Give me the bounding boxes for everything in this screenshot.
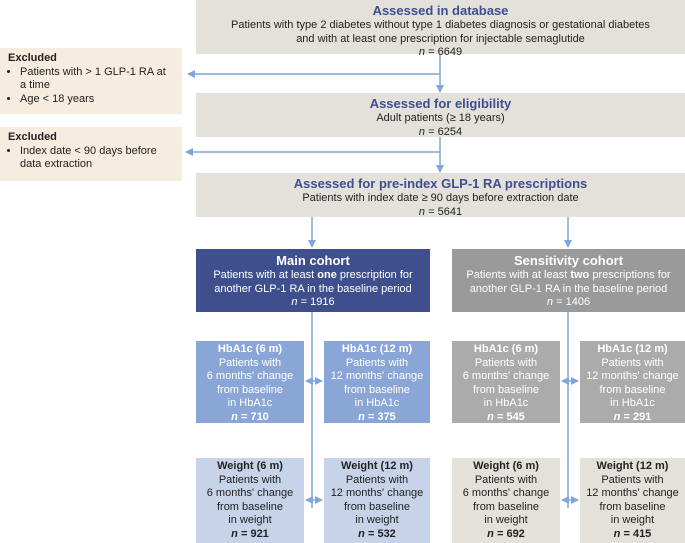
- excluded1-list: Patients with > 1 GLP-1 RA at a time Age…: [8, 66, 174, 107]
- excluded1-title: Excluded: [8, 52, 57, 64]
- subgroup-text: Patients with: [345, 473, 409, 486]
- subgroup-title: HbA1c (12 m): [597, 343, 668, 355]
- subgroup-n: n = 545: [487, 410, 525, 423]
- excluded2-title: Excluded: [8, 131, 57, 143]
- database-title: Assessed in database: [372, 3, 509, 18]
- subgroup-n: n = 710: [231, 410, 269, 423]
- subgroup-text: 6 months' change: [206, 487, 294, 500]
- box-sensitivity-cohort: Sensitivity cohort Patients with at leas…: [452, 249, 685, 312]
- subgroup-text: 6 months' change: [462, 370, 550, 383]
- subgroup-title: Weight (12 m): [341, 460, 413, 472]
- subgroup-text: in weight: [610, 514, 655, 527]
- subgroup-n: n = 291: [613, 410, 652, 423]
- subgroup-text: from baseline: [216, 383, 284, 396]
- box-main-hba1c-12m: HbA1c (12 m) Patients with 12 months' ch…: [324, 341, 430, 423]
- subgroup-text: 12 months' change: [586, 370, 679, 383]
- preindex-title: Assessed for pre-index GLP-1 RA prescrip…: [293, 176, 588, 191]
- subgroup-text: from baseline: [472, 500, 540, 513]
- subgroup-text: in weight: [484, 514, 528, 527]
- subgroup-text: from baseline: [343, 383, 411, 396]
- sensitivity-cohort-title: Sensitivity cohort: [513, 253, 624, 268]
- box-excluded-1: Excluded Patients with > 1 GLP-1 RA at a…: [0, 48, 182, 114]
- subgroup-text: Patients with: [601, 356, 664, 369]
- preindex-line1: Patients with index date ≥ 90 days befor…: [302, 192, 579, 204]
- subgroup-text: from baseline: [472, 383, 540, 396]
- sensitivity-cohort-line2: another GLP-1 RA in the baseline period: [469, 282, 668, 295]
- subgroup-text: 6 months' change: [206, 370, 294, 383]
- subgroup-text: Patients with: [601, 473, 664, 486]
- subgroup-text: 12 months' change: [330, 487, 424, 500]
- subgroup-text: Patients with: [218, 356, 282, 369]
- subgroup-n: n = 692: [487, 527, 525, 540]
- sensitivity-cohort-n: n = 1406: [546, 296, 591, 308]
- subgroup-text: in HbA1c: [610, 397, 655, 410]
- subgroup-text: from baseline: [599, 500, 666, 513]
- subgroup-text: in weight: [228, 514, 272, 527]
- box-sens-hba1c-6m: HbA1c (6 m) Patients with 6 months' chan…: [452, 341, 560, 423]
- excluded1-item: Age < 18 years: [20, 93, 174, 107]
- subgroup-text: from baseline: [343, 500, 411, 513]
- box-sens-hba1c-12m: HbA1c (12 m) Patients with 12 months' ch…: [580, 341, 685, 423]
- box-main-weight-6m: Weight (6 m) Patients with 6 months' cha…: [196, 458, 304, 543]
- main-cohort-title: Main cohort: [276, 253, 350, 268]
- subgroup-text: 6 months' change: [462, 487, 550, 500]
- subgroup-text: from baseline: [599, 383, 666, 396]
- subgroup-text: Patients with: [474, 473, 538, 486]
- subgroup-text: in weight: [355, 514, 399, 527]
- subgroup-title: HbA1c (12 m): [341, 343, 413, 355]
- subgroup-text: 12 months' change: [586, 487, 679, 500]
- subgroup-n: n = 921: [231, 527, 269, 540]
- box-assessed-preindex: Assessed for pre-index GLP-1 RA prescrip…: [196, 173, 685, 218]
- subgroup-title: HbA1c (6 m): [217, 343, 283, 355]
- subgroup-n: n = 532: [358, 527, 396, 540]
- excluded1-item: Patients with > 1 GLP-1 RA at a time: [20, 66, 174, 93]
- subgroup-text: Patients with: [474, 356, 538, 369]
- subgroup-n: n = 375: [358, 410, 396, 423]
- subgroup-text: from baseline: [216, 500, 284, 513]
- database-line1: Patients with type 2 diabetes without ty…: [231, 19, 650, 31]
- database-n: n = 6649: [418, 46, 463, 58]
- subgroup-title: HbA1c (6 m): [473, 343, 539, 355]
- subgroup-title: Weight (6 m): [217, 460, 283, 472]
- subgroup-text: in HbA1c: [483, 397, 529, 410]
- excluded2-list: Index date < 90 days before data extract…: [8, 145, 174, 172]
- box-main-weight-12m: Weight (12 m) Patients with 12 months' c…: [324, 458, 430, 543]
- subgroup-text: Patients with: [218, 473, 282, 486]
- main-cohort-line2: another GLP-1 RA in the baseline period: [214, 282, 412, 295]
- main-cohort-n: n = 1916: [291, 296, 335, 308]
- box-sens-weight-12m: Weight (12 m) Patients with 12 months' c…: [580, 458, 685, 543]
- subgroup-text: 12 months' change: [330, 370, 424, 383]
- eligibility-title: Assessed for eligibility: [369, 96, 512, 111]
- eligibility-line1: Adult patients (≥ 18 years): [376, 112, 505, 124]
- subgroup-title: Weight (6 m): [473, 460, 539, 472]
- database-line2: and with at least one prescription for i…: [296, 32, 585, 45]
- subgroup-title: Weight (12 m): [596, 460, 669, 472]
- subgroup-text: Patients with: [345, 356, 409, 369]
- subgroup-text: in HbA1c: [227, 397, 273, 410]
- box-sens-weight-6m: Weight (6 m) Patients with 6 months' cha…: [452, 458, 560, 543]
- box-excluded-2: Excluded Index date < 90 days before dat…: [0, 127, 182, 181]
- subgroup-n: n = 415: [613, 527, 652, 540]
- excluded2-item: Index date < 90 days before data extract…: [20, 145, 174, 172]
- eligibility-n: n = 6254: [418, 125, 463, 138]
- box-main-hba1c-6m: HbA1c (6 m) Patients with 6 months' chan…: [196, 341, 304, 423]
- sensitivity-cohort-line1: Patients with at least two prescriptions…: [466, 269, 671, 281]
- main-cohort-line1: Patients with at least one prescription …: [213, 269, 413, 281]
- box-main-cohort: Main cohort Patients with at least one p…: [196, 249, 430, 312]
- box-assessed-eligibility: Assessed for eligibility Adult patients …: [196, 93, 685, 138]
- subgroup-text: in HbA1c: [354, 397, 400, 410]
- box-assessed-database: Assessed in database Patients with type …: [196, 0, 685, 58]
- preindex-n: n = 5641: [418, 205, 463, 218]
